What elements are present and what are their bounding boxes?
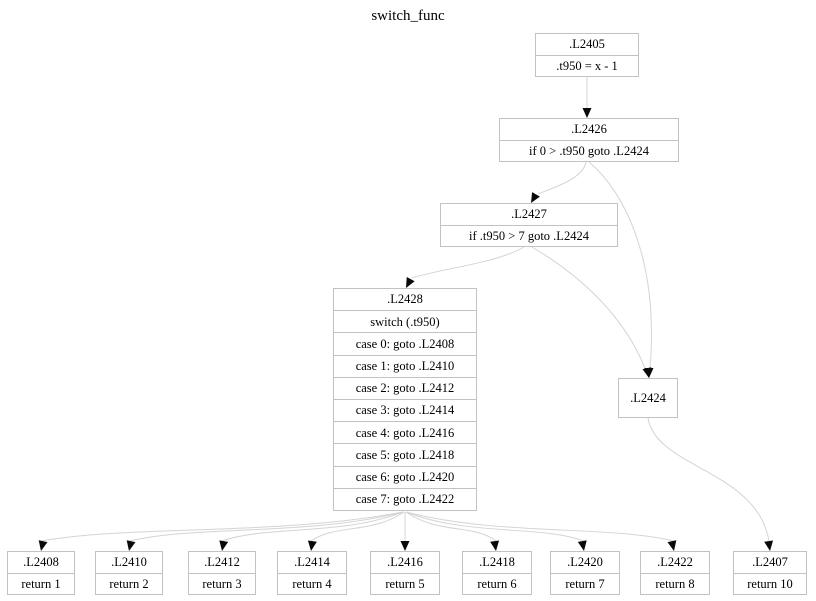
node-statement: .t950 = x - 1 [536,54,638,77]
node-L2418: .L2418 return 6 [462,551,532,595]
node-L2414: .L2414 return 4 [277,551,347,595]
node-statement: return 7 [551,572,619,595]
node-label: .L2428 [387,292,423,307]
graph-title: switch_func [371,8,445,24]
node-label: .L2424 [630,390,666,405]
node-label: .L2412 [204,555,240,569]
node-L2422: .L2422 return 8 [640,551,710,595]
node-statement: if 0 > .t950 goto .L2424 [500,139,678,162]
edge-L2426-L2424 [588,161,652,369]
node-label: .L2420 [567,555,603,569]
edge-L2424-L2407 [647,417,770,542]
node-statement: case 0: goto .L2408 [334,332,476,354]
node-L2412: .L2412 return 3 [188,551,256,595]
edge-L2428-L2418 [405,511,497,542]
node-statement: case 2: goto .L2412 [334,376,476,399]
node-statement: return 6 [463,572,531,595]
node-L2420: .L2420 return 7 [550,551,620,595]
node-label: .L2418 [479,555,515,569]
node-label: .L2410 [111,555,147,569]
edge-L2428-L2422 [405,511,675,542]
node-label: .L2416 [387,555,423,569]
arrowhead-L2418 [490,540,500,551]
edge-L2427-L2428 [411,246,525,279]
arrowhead-L2426 [582,108,592,118]
node-statement: return 5 [371,572,439,595]
arrowhead-L2410 [126,540,136,551]
node-L2427: .L2427 if .t950 > 7 goto .L2424 [440,203,618,247]
edge-L2427-L2424 [531,246,646,369]
node-statement: if .t950 > 7 goto .L2424 [441,224,617,247]
node-label: .L2422 [657,555,693,569]
node-statement: case 1: goto .L2410 [334,354,476,377]
node-L2405: .L2405 .t950 = x - 1 [535,33,639,77]
edge-L2428-L2408 [40,511,404,542]
node-label: .L2407 [752,555,788,569]
node-statement: case 6: goto .L2420 [334,465,476,488]
node-label: .L2405 [569,37,605,51]
node-L2424: .L2424 [618,378,678,418]
node-statement: return 2 [96,572,162,595]
node-statement: return 1 [8,572,74,595]
edge-L2426-L2427 [537,161,587,195]
arrowhead-L2428 [406,277,415,288]
arrowhead-L2427 [531,192,540,203]
node-statement: return 4 [278,572,346,595]
node-statement: return 10 [734,572,806,595]
node-L2410: .L2410 return 2 [95,551,163,595]
node-statement: switch (.t950) [334,310,476,332]
arrowhead-L2407 [764,540,774,551]
node-label: .L2408 [23,555,59,569]
node-label: .L2414 [294,555,330,569]
node-L2407: .L2407 return 10 [733,551,807,595]
arrowhead-L2422 [667,540,677,551]
node-L2408: .L2408 return 1 [7,551,75,595]
node-L2426: .L2426 if 0 > .t950 goto .L2424 [499,118,679,162]
arrowhead-L2408 [38,540,48,551]
edge-L2428-L2420 [405,511,585,542]
edge-L2428-L2410 [128,511,404,542]
edge-L2428-L2414 [310,511,405,542]
node-label: .L2427 [511,207,547,221]
arrowhead-L2414 [307,540,317,551]
node-statement: return 3 [189,572,255,595]
node-statement: case 3: goto .L2414 [334,399,476,421]
arrowhead-L2420 [577,540,587,551]
node-label: .L2426 [571,122,607,136]
arrowhead-L2412 [219,540,229,551]
node-statement: case 4: goto .L2416 [334,421,476,443]
arrowhead-L2424 [642,367,652,378]
edge-L2428-L2412 [221,511,404,542]
arrowhead-L2416 [400,541,410,551]
node-statement: case 7: goto .L2422 [334,487,476,510]
node-statement: case 5: goto .L2418 [334,443,476,465]
node-statement: return 8 [641,572,709,595]
node-L2416: .L2416 return 5 [370,551,440,595]
